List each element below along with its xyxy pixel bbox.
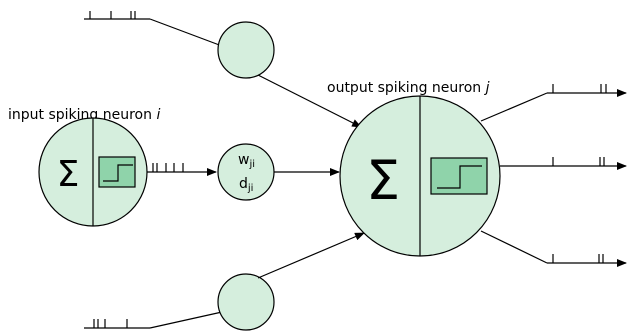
input-sum-symbol: Σ: [57, 154, 80, 195]
input-neuron-label: input spiking neuron i: [8, 107, 160, 123]
bottom-input-node: [217, 273, 275, 331]
output-sum-symbol: Σ: [366, 149, 400, 212]
input-neuron: Σ: [38, 117, 148, 227]
output-neuron: Σ: [339, 95, 501, 257]
output-spike-train-bottom: [480, 230, 627, 267]
synapse-weight-label: wji: [238, 152, 255, 170]
bottom-input-spike-train: [84, 311, 223, 329]
output-step-function: [437, 165, 482, 189]
top-input-spike-train: [84, 11, 223, 47]
top-input-node: [217, 21, 275, 79]
top-to-output-arrow: [257, 74, 362, 128]
bottom-to-output-arrow: [257, 232, 365, 279]
output-neuron-label: output spiking neuron j: [327, 80, 490, 96]
output-spike-train-middle: [500, 157, 627, 170]
middle-spike-train: [147, 163, 217, 176]
input-threshold-box: [98, 156, 136, 188]
output-spike-train-top: [480, 84, 627, 122]
input-step-function: [103, 164, 133, 182]
synapse-delay-label: dji: [239, 176, 253, 194]
